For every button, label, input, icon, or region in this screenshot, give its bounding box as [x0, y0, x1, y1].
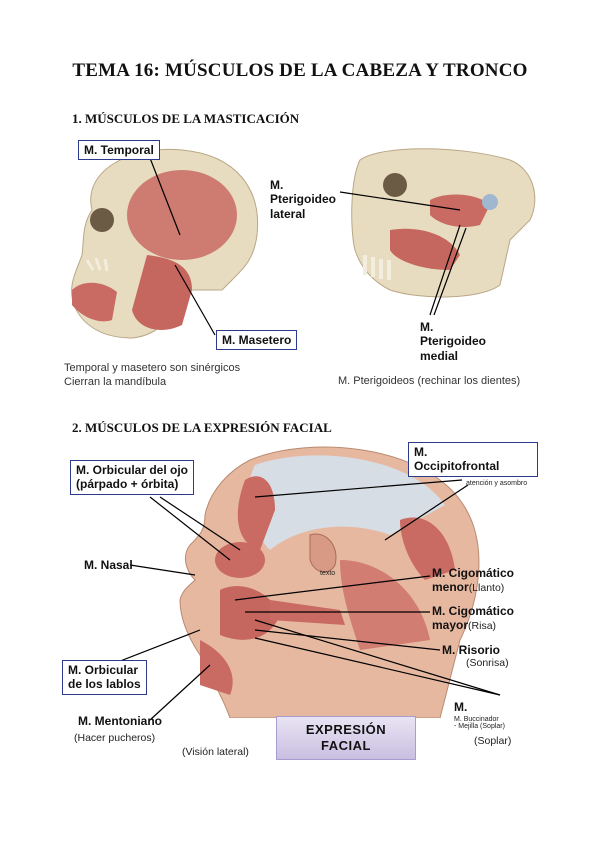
caption-vision-lateral: (Visión lateral)	[182, 746, 249, 758]
label-pterigoideo-lateral: M. Pterigoideo lateral	[270, 178, 336, 221]
note-mentoniano: (Hacer pucheros)	[74, 732, 155, 744]
caption-pterigoideos: M. Pterigoideos (rechinar los dientes)	[338, 375, 520, 389]
label-temporal: M. Temporal	[78, 140, 160, 160]
label-texto: texto	[320, 570, 335, 577]
label-nasal: M. Nasal	[84, 558, 133, 572]
note-occipitofrontal: atención y asombro	[466, 480, 527, 487]
pointer-line-masetero	[170, 260, 230, 340]
label-mentoniano: M. Mentoniano	[78, 714, 162, 728]
label-masetero: M. Masetero	[216, 330, 297, 350]
label-buccinador: M.	[454, 700, 467, 714]
page-title: TEMA 16: MÚSCULOS DE LA CABEZA Y TRONCO	[0, 60, 600, 82]
label-orbicular-labios: M. Orbicular de los lablos	[62, 660, 147, 695]
pointer-lines-pterigoideo	[330, 180, 480, 330]
note-risorio: (Sonrisa)	[466, 657, 509, 669]
label-pterigoideo-medial: M. Pterigoideo medial	[420, 320, 486, 363]
expresion-facial-badge: EXPRESIÓN FACIAL	[276, 716, 416, 760]
section-heading-facial-expression: 2. MÚSCULOS DE LA EXPRESIÓN FACIAL	[72, 420, 332, 436]
label-cigomatico-mayor: M. Cigomático mayor(Risa)	[432, 604, 514, 633]
label-occipitofrontal: M. Occipitofrontal	[408, 442, 538, 477]
caption-sinergicos: Temporal y masetero son sinérgicos Cierr…	[64, 362, 240, 390]
label-risorio: M. Risorio	[442, 643, 500, 657]
label-buccinador-name: M. Buccinador - Mejilla (Soplar)	[454, 716, 505, 730]
pointer-line-temporal	[130, 150, 190, 240]
section-heading-mastication: 1. MÚSCULOS DE LA MASTICACIÓN	[72, 111, 299, 127]
label-orbicular-ojo: M. Orbicular del ojo (párpado + órbita)	[70, 460, 194, 495]
label-cigomatico-menor: M. Cigomático menor(Llanto)	[432, 566, 514, 595]
note-buccinador: (Soplar)	[474, 735, 511, 747]
